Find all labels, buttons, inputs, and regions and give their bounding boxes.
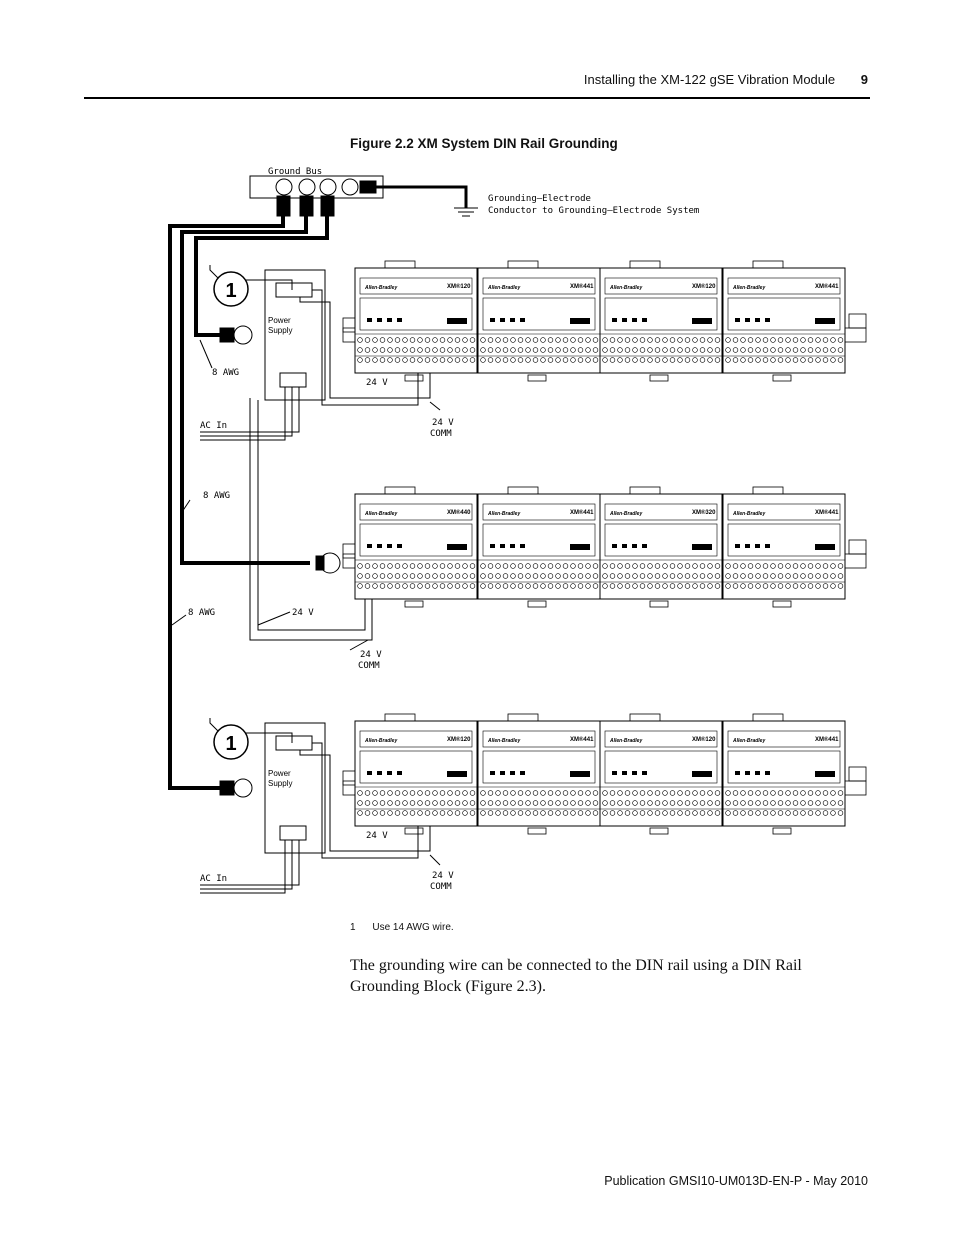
- xm-module: Allen-Bradley XM®120: [599, 260, 723, 382]
- footnote-number: 1: [350, 922, 356, 933]
- xm-module: Allen-Bradley XM®120: [354, 713, 478, 835]
- xm-module: Allen-Bradley XM®120: [599, 713, 723, 835]
- awg-label: 8 AWG: [203, 491, 230, 501]
- callout-marker: [213, 724, 249, 760]
- module-model: XM®441: [815, 509, 839, 516]
- module-model: XM®441: [570, 283, 594, 290]
- power-supply-label: Supply: [268, 779, 292, 788]
- header-rule: [84, 97, 870, 99]
- electrode-label-1: Grounding—Electrode: [488, 194, 591, 204]
- module-model: XM®441: [570, 736, 594, 743]
- module-model: XM®120: [692, 736, 716, 743]
- body-paragraph: The grounding wire can be connected to t…: [350, 957, 802, 995]
- 24v-comm-label: 24 V: [360, 650, 382, 660]
- xm-module: Allen-Bradley XM®441: [722, 486, 846, 608]
- 24v-comm-label: COMM: [430, 882, 452, 892]
- brand-label: Allen-Bradley: [609, 285, 642, 291]
- module-model: XM®441: [815, 736, 839, 743]
- module-model: XM®320: [692, 509, 716, 516]
- xm-module: Allen-Bradley XM®441: [722, 713, 846, 835]
- module-model: XM®120: [447, 736, 471, 743]
- power-supply-label: Power: [268, 769, 291, 778]
- brand-label: Allen-Bradley: [609, 511, 642, 517]
- callout-marker: [213, 271, 249, 307]
- figure-title: Figure 2.2 XM System DIN Rail Grounding: [350, 136, 618, 151]
- awg-label: 8 AWG: [212, 368, 239, 378]
- page-number: 9: [860, 72, 868, 87]
- module-model: XM®440: [447, 509, 471, 516]
- xm-module: Allen-Bradley XM®441: [477, 713, 601, 835]
- ac-in-label: AC In: [200, 421, 227, 431]
- module-model: XM®120: [447, 283, 471, 290]
- xm-module: Allen-Bradley XM®441: [477, 260, 601, 382]
- brand-label: Allen-Bradley: [732, 738, 765, 744]
- ground-bus-label: Ground Bus: [268, 167, 322, 177]
- power-supply-label: Supply: [268, 326, 292, 335]
- 24v-label: 24 V: [292, 608, 314, 618]
- brand-label: Allen-Bradley: [364, 738, 397, 744]
- xm-module: Allen-Bradley XM®440: [354, 486, 478, 608]
- publication-footer: Publication GMSI10-UM013D-EN-P - May 201…: [604, 1174, 868, 1188]
- brand-label: Allen-Bradley: [487, 738, 520, 744]
- brand-label: Allen-Bradley: [364, 511, 397, 517]
- page-header: Installing the XM-122 gSE Vibration Modu…: [584, 72, 868, 87]
- 24v-comm-label: 24 V: [432, 418, 454, 428]
- brand-label: Allen-Bradley: [364, 285, 397, 291]
- brand-label: Allen-Bradley: [732, 285, 765, 291]
- callout-number: 1: [225, 733, 236, 755]
- section-title: Installing the XM-122 gSE Vibration Modu…: [583, 72, 836, 87]
- power-supply-label: Power: [268, 316, 291, 325]
- 24v-comm-label: COMM: [358, 661, 380, 671]
- xm-module: Allen-Bradley XM®441: [477, 486, 601, 608]
- xm-module: Allen-Bradley XM®120: [354, 260, 478, 382]
- brand-label: Allen-Bradley: [487, 285, 520, 291]
- brand-label: Allen-Bradley: [609, 738, 642, 744]
- callout-number: 1: [225, 280, 236, 302]
- awg-label: 8 AWG: [188, 608, 215, 618]
- module-model: XM®441: [815, 283, 839, 290]
- electrode-label-2: Conductor to Grounding—Electrode System: [488, 206, 699, 216]
- 24v-label: 24 V: [366, 378, 388, 388]
- brand-label: Allen-Bradley: [487, 511, 520, 517]
- figure-footnote: 1 Use 14 AWG wire.: [350, 922, 454, 933]
- footnote-text: Use 14 AWG wire.: [372, 922, 454, 933]
- 24v-comm-label: COMM: [430, 429, 452, 439]
- ac-in-label: AC In: [200, 874, 227, 884]
- module-model: XM®120: [692, 283, 716, 290]
- 24v-label: 24 V: [366, 831, 388, 841]
- xm-module: Allen-Bradley XM®320: [599, 486, 723, 608]
- 24v-comm-label: 24 V: [432, 871, 454, 881]
- module-model: XM®441: [570, 509, 594, 516]
- brand-label: Allen-Bradley: [732, 511, 765, 517]
- xm-module: Allen-Bradley XM®441: [722, 260, 846, 382]
